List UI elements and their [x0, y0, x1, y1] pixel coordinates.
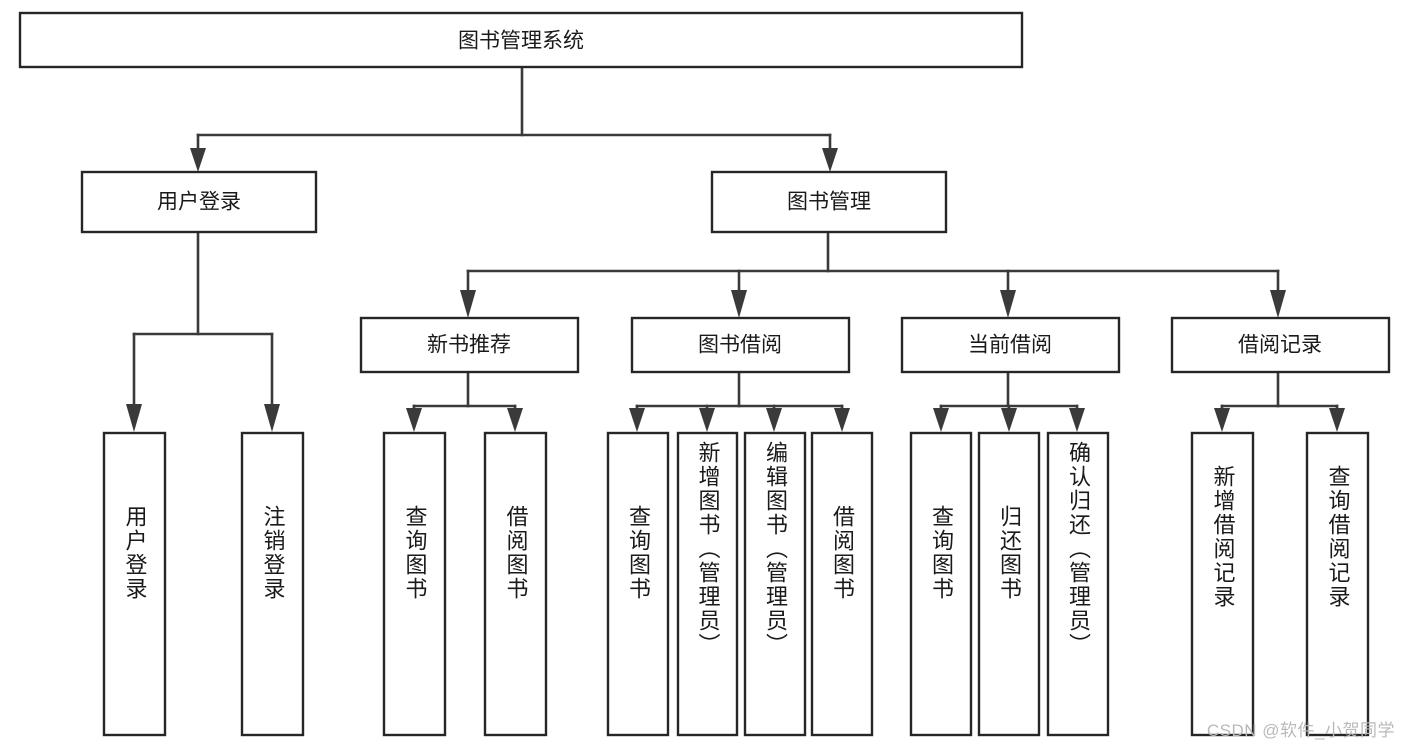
leaf-box-edit-book-admin[interactable] [743, 431, 807, 737]
leaf-box-user-login[interactable] [102, 431, 167, 737]
node-new-book-recommend-box[interactable] [359, 316, 580, 374]
connector-currentborrow-to-leaves [933, 370, 1085, 432]
csdn-watermark: CSDN @软件_小贺同学 [1206, 721, 1395, 740]
node-borrow-record-box[interactable] [1170, 316, 1391, 374]
node-current-borrow-label: 当前借阅 [968, 334, 1052, 357]
leaf-box-query-book-2[interactable] [606, 431, 670, 737]
connector-borrowrecord-to-leaves [1214, 370, 1345, 432]
connector-root-to-level1 [190, 65, 838, 172]
leaf-box-return-book[interactable] [977, 431, 1041, 737]
leaf-box-query-borrow-record[interactable] [1305, 431, 1370, 737]
leaf-box-query-book-1[interactable] [382, 431, 447, 737]
leaf-box-add-borrow-record[interactable] [1190, 431, 1255, 737]
connector-userlogin-to-leaves [126, 230, 280, 432]
node-borrow-record-label: 借阅记录 [1238, 334, 1322, 357]
node-user-login-box[interactable] [80, 170, 318, 234]
leaf-box-logout[interactable] [240, 431, 305, 737]
node-root-label: 图书管理系统 [458, 30, 584, 53]
node-new-book-recommend-label: 新书推荐 [427, 334, 511, 357]
leaf-box-confirm-return-admin[interactable] [1046, 431, 1110, 737]
node-user-login-label: 用户登录 [157, 191, 241, 214]
connector-bookmgmt-to-level2 [460, 230, 1286, 318]
node-book-management-label: 图书管理 [787, 191, 871, 214]
node-book-management-box[interactable] [710, 170, 948, 234]
leaf-box-query-book-3[interactable] [909, 431, 973, 737]
node-book-borrow-box[interactable] [630, 316, 851, 374]
node-current-borrow-box[interactable] [900, 316, 1121, 374]
node-book-borrow-label: 图书借阅 [698, 334, 782, 357]
leaf-box-add-book-admin[interactable] [676, 431, 739, 737]
connector-bookborrow-to-leaves [629, 370, 850, 432]
connector-newbook-to-leaves [406, 370, 523, 432]
leaf-box-borrow-book-2[interactable] [810, 431, 874, 737]
node-root-box[interactable] [18, 11, 1024, 69]
leaf-box-borrow-book-1[interactable] [483, 431, 548, 737]
